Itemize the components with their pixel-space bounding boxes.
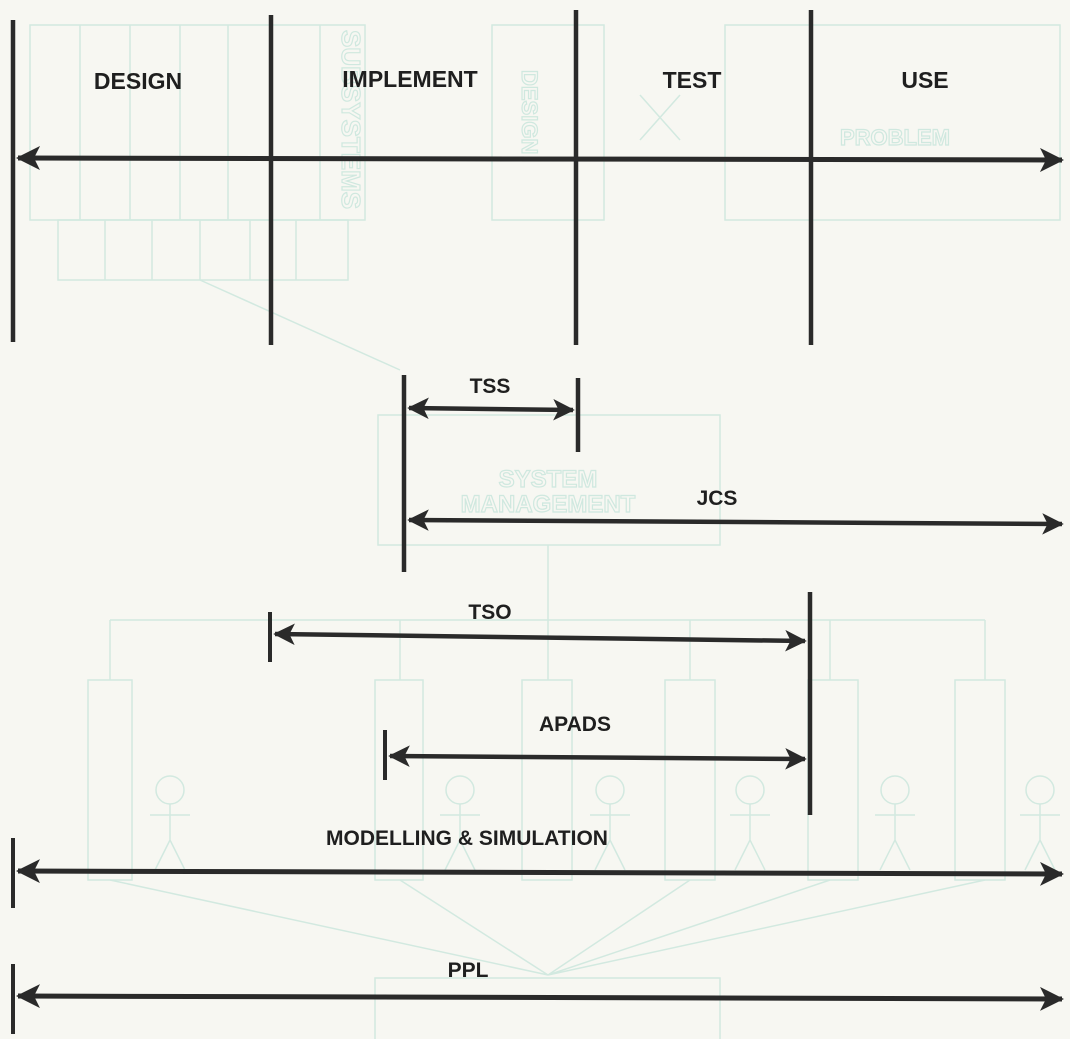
phase-label-design: DESIGN bbox=[94, 68, 182, 94]
ghost-system-text: SYSTEM bbox=[499, 466, 598, 493]
lifecycle-arrow bbox=[18, 158, 1062, 160]
phase-label-test: TEST bbox=[663, 67, 722, 93]
ppl-arrow bbox=[18, 996, 1062, 999]
jcs-label: JCS bbox=[697, 487, 738, 510]
background-ghost-drawing bbox=[30, 25, 1060, 1039]
phase-label-implement: IMPLEMENT bbox=[342, 66, 477, 92]
ghost-subsystems-text: SUBSYSTEMS bbox=[336, 30, 366, 209]
tss-label: TSS bbox=[470, 375, 511, 398]
ghost-management-text: MANAGEMENT bbox=[461, 491, 636, 518]
phase-label-use: USE bbox=[901, 67, 948, 93]
tso-label: TSO bbox=[468, 601, 511, 624]
apads-arrow bbox=[390, 756, 805, 759]
apads-label: APADS bbox=[539, 713, 611, 736]
phase-header bbox=[13, 10, 1062, 345]
tss-arrow bbox=[409, 408, 573, 410]
jcs-arrow bbox=[409, 520, 1062, 524]
modelling-arrow bbox=[18, 871, 1062, 874]
ghost-problem-text: PROBLEM bbox=[840, 125, 950, 150]
ghost-design-text: DESIGN bbox=[517, 70, 542, 154]
modelling-label: MODELLING & SIMULATION bbox=[326, 827, 608, 850]
tso-arrow bbox=[275, 634, 805, 641]
ppl-label: PPL bbox=[448, 959, 489, 982]
background-ghost-text: SUBSYSTEMS DESIGN SYSTEM MANAGEMENT PROB… bbox=[336, 30, 950, 518]
